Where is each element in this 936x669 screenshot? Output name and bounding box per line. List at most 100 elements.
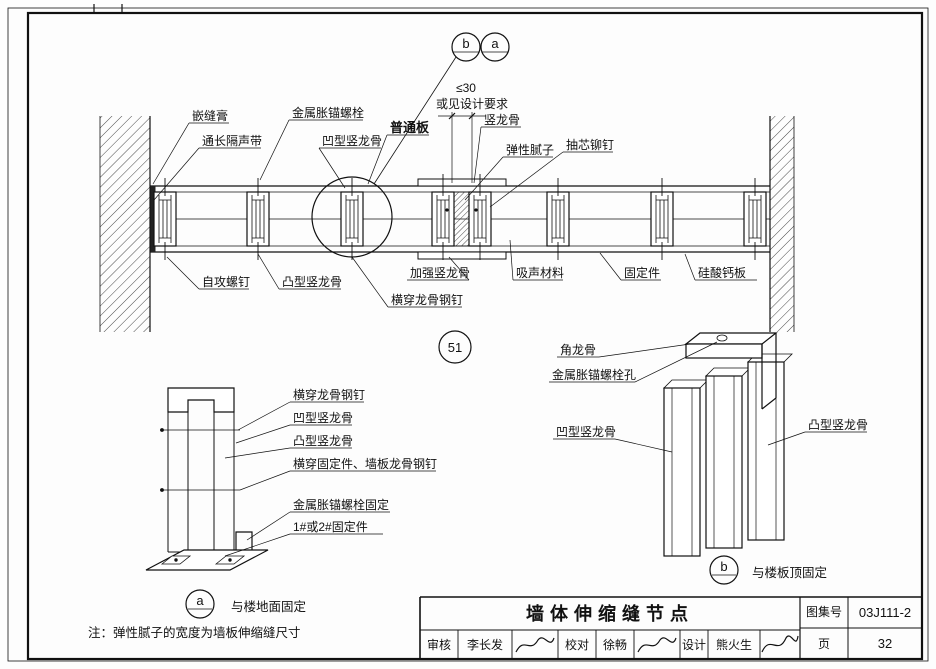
label-b-concave-stud: 凹型竖龙骨: [553, 425, 673, 453]
sheet-title: 墙体伸缩缝节点: [526, 603, 694, 624]
fixing-bracket: [235, 531, 253, 552]
detail-a-caption: 与楼地面固定: [231, 599, 306, 614]
label-a-through-fixing-nail: 横穿固定件、墙板龙骨钢钉: [239, 456, 437, 491]
plain-board-top: [417, 178, 507, 187]
label-convex-stud: 凸型竖龙骨: [257, 253, 342, 290]
svg-text:通长隔声带: 通长隔声带: [202, 134, 262, 148]
label-vertical-stud: 竖龙骨: [473, 113, 521, 184]
detail-a-bubble: a: [185, 589, 215, 619]
sheet-border: [7, 4, 929, 662]
joint-dimension: ≤30 或见设计要求: [436, 81, 508, 183]
svg-text:竖龙骨: 竖龙骨: [484, 113, 520, 127]
atlas-number: 03J111-2: [859, 605, 911, 620]
bubble-b-letter: b: [462, 36, 469, 51]
sound-strip: [150, 186, 156, 252]
atlas-label: 图集号: [806, 604, 842, 619]
label-a-convex-stud: 凸型竖龙骨: [224, 434, 353, 459]
detail-b-caption: 与楼板顶固定: [752, 565, 827, 580]
label-self-tapping-screw: 自攻螺钉: [166, 256, 250, 290]
label-caulk: 嵌缝膏: [152, 108, 229, 185]
detail-b-bubble: b: [709, 555, 739, 585]
label-concave-stud: 凹型竖龙骨: [318, 134, 382, 189]
svg-text:a: a: [196, 593, 204, 608]
dim-note: 或见设计要求: [436, 97, 508, 111]
nail-lines: [160, 428, 240, 492]
anchor-dot: [228, 558, 232, 562]
svg-text:加强竖龙骨: 加强竖龙骨: [410, 266, 470, 280]
label-reinforced-stud: 加强竖龙骨: [407, 256, 470, 281]
label-through-nail: 横穿龙骨钢钉: [351, 256, 463, 308]
svg-text:角龙骨: 角龙骨: [560, 343, 596, 357]
checker-name: 徐畅: [603, 637, 627, 652]
left-wall-hatch: [99, 116, 151, 332]
label-b-angle-stud: 角龙骨: [557, 343, 691, 358]
label-b-convex-stud: 凸型竖龙骨: [767, 418, 868, 446]
svg-text:横穿固定件、墙板龙骨钢钉: 横穿固定件、墙板龙骨钢钉: [293, 456, 437, 471]
svg-text:金属胀锚螺栓: 金属胀锚螺栓: [292, 105, 364, 120]
label-a-fixing-piece-no: 1#或2#固定件: [224, 519, 383, 557]
svg-text:嵌缝膏: 嵌缝膏: [192, 108, 228, 123]
label-absorbing-material: 吸声材料: [509, 239, 564, 281]
svg-text:凹型竖龙骨: 凹型竖龙骨: [293, 411, 353, 425]
svg-text:自攻螺钉: 自攻螺钉: [202, 275, 250, 289]
svg-text:1#或2#固定件: 1#或2#固定件: [293, 519, 368, 534]
svg-text:横穿龙骨钢钉: 横穿龙骨钢钉: [391, 292, 463, 307]
svg-text:横穿龙骨钢钉: 横穿龙骨钢钉: [293, 387, 365, 402]
bubble-leader: [373, 56, 457, 185]
designer-signature: [761, 635, 799, 653]
page-number: 32: [878, 636, 892, 651]
label-fixing-piece: 固定件: [599, 252, 661, 281]
wall-section-detail: ≤30 或见设计要求 b a 51 嵌缝膏 通长隔声带: [99, 32, 795, 364]
svg-text:吸声材料: 吸声材料: [516, 266, 564, 280]
anchor-dot: [174, 558, 178, 562]
detail-a: 横穿龙骨钢钉 凹型竖龙骨 凸型竖龙骨 横穿固定件、墙板龙骨钢钉 金属胀锚螺栓固定…: [88, 387, 437, 640]
label-blind-rivet: 抽芯铆钉: [489, 137, 614, 208]
svg-text:凹型竖龙骨: 凹型竖龙骨: [322, 134, 382, 148]
figure-number-bubble: 51: [438, 330, 472, 364]
dim-value: ≤30: [456, 81, 476, 95]
checker-label: 校对: [565, 637, 589, 652]
elastic-putty: [453, 191, 470, 247]
reviewer-name: 李长发: [467, 637, 503, 652]
label-b-anchor-bolt-hole: 金属胀锚螺栓孔: [549, 341, 718, 383]
figure-number: 51: [448, 340, 462, 355]
bolt-hole: [716, 334, 728, 342]
svg-text:固定件: 固定件: [624, 265, 660, 280]
signature-row-dividers: [457, 630, 761, 659]
svg-text:普通板: 普通板: [390, 120, 430, 135]
label-plain-board: 普通板: [367, 120, 430, 185]
label-a-through-nail: 横穿龙骨钢钉: [237, 387, 365, 431]
svg-text:凸型竖龙骨: 凸型竖龙骨: [808, 418, 868, 432]
rivet-dot: [445, 208, 449, 212]
designer-label: 设计: [682, 638, 706, 652]
ref-bubbles: b a: [373, 32, 510, 185]
bubble-a-letter: a: [491, 36, 499, 51]
svg-text:金属胀锚螺栓固定: 金属胀锚螺栓固定: [293, 497, 389, 512]
label-sound-strip: 通长隔声带: [153, 134, 262, 201]
stud-panels: [663, 353, 793, 557]
svg-text:硅酸钙板: 硅酸钙板: [698, 265, 746, 280]
svg-text:弹性腻子: 弹性腻子: [506, 143, 554, 157]
detail-b: 角龙骨 金属胀锚螺栓孔 凹型竖龙骨 凸型竖龙骨 b 与楼板顶固定: [549, 332, 868, 585]
channel-body: [167, 412, 235, 553]
channel-top-face: [167, 387, 235, 413]
reviewer-label: 审核: [427, 637, 451, 652]
svg-text:金属胀锚螺栓孔: 金属胀锚螺栓孔: [552, 367, 636, 382]
svg-text:b: b: [720, 559, 727, 574]
label-elastic-putty: 弹性腻子: [464, 143, 554, 201]
detail-a-note: 注：弹性腻子的宽度为墙板伸缩缝尺寸: [88, 625, 301, 640]
label-a-anchor-bolt-fixing: 金属胀锚螺栓固定: [246, 497, 390, 541]
svg-text:凹型竖龙骨: 凹型竖龙骨: [556, 425, 616, 439]
right-wall-hatch: [769, 116, 795, 332]
title-block: 墙体伸缩缝节点 图集号 03J111-2 页 32 审核 李长发 校对 徐畅 设…: [419, 596, 922, 659]
checker-signature: [637, 637, 677, 653]
svg-text:凸型竖龙骨: 凸型竖龙骨: [293, 434, 353, 448]
designer-name: 熊火生: [716, 637, 752, 652]
label-a-concave-stud: 凹型竖龙骨: [235, 411, 353, 444]
reviewer-signature: [515, 637, 555, 653]
base-plate: [145, 549, 269, 571]
label-calcium-silicate-board: 硅酸钙板: [684, 253, 757, 281]
svg-text:凸型竖龙骨: 凸型竖龙骨: [282, 275, 342, 289]
